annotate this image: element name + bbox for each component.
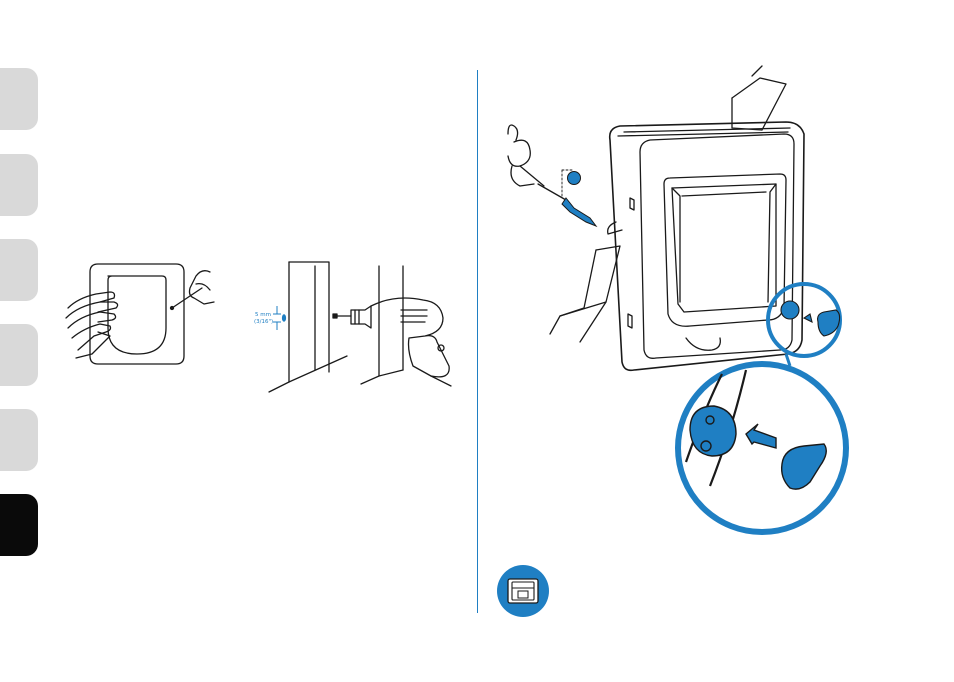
drill-illustration bbox=[255, 258, 460, 392]
sidebar-tab-4[interactable] bbox=[0, 324, 38, 386]
door-template-icon bbox=[497, 565, 549, 617]
drill-dimension-mm: 5 mm bbox=[255, 312, 271, 318]
sidebar-tab-5[interactable] bbox=[0, 409, 38, 471]
drill-dimension-inch: (3/16") bbox=[254, 319, 273, 325]
page-divider bbox=[477, 70, 478, 613]
sidebar-tab-3[interactable] bbox=[0, 239, 38, 301]
sidebar-tab-1[interactable] bbox=[0, 68, 38, 130]
sidebar-tab-2[interactable] bbox=[0, 154, 38, 216]
template-marking-illustration bbox=[64, 258, 216, 370]
catflap-fitting-illustration bbox=[500, 70, 860, 540]
sidebar-tab-6-active[interactable] bbox=[0, 494, 38, 556]
